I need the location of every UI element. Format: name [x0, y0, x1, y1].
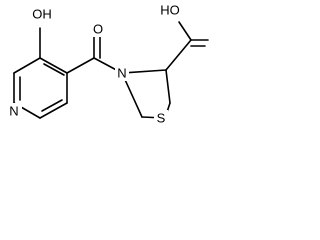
bond-c3-carbonyl — [66, 57, 95, 74]
carbonyl-oxygen-label: O — [93, 22, 103, 37]
hydroxyl-label: OH — [32, 7, 52, 22]
molecule-structure: OH N O N S HO — [8, 2, 209, 126]
bond-n-c4 — [121, 69, 167, 74]
sulfur-label: S — [157, 111, 166, 126]
carboxylic-acid-label: HO — [160, 3, 180, 18]
ring-nitrogen-label: N — [9, 104, 18, 119]
atom-amide-n: N — [115, 65, 129, 81]
atom-oh: OH — [30, 6, 54, 22]
atom-sulfur: S — [154, 110, 168, 126]
bond-c4-cooh — [165, 39, 192, 71]
atom-carbonyl-o: O — [91, 21, 105, 37]
bond-n1-c2 — [13, 57, 41, 74]
bond-c4-c5 — [39, 102, 68, 119]
bond-c4-c5-double — [41, 99, 63, 112]
pyridine-ring — [13, 57, 68, 119]
atom-acid-ho: HO — [158, 2, 182, 18]
amide-nitrogen-label: N — [117, 66, 126, 81]
bond-c4-c5 — [165, 69, 171, 104]
bond-c2-c3-double — [43, 63, 65, 76]
atom-ring-n: N — [8, 103, 22, 119]
bond-cooh-oh — [178, 21, 192, 41]
bond-c2-c3 — [39, 57, 68, 74]
